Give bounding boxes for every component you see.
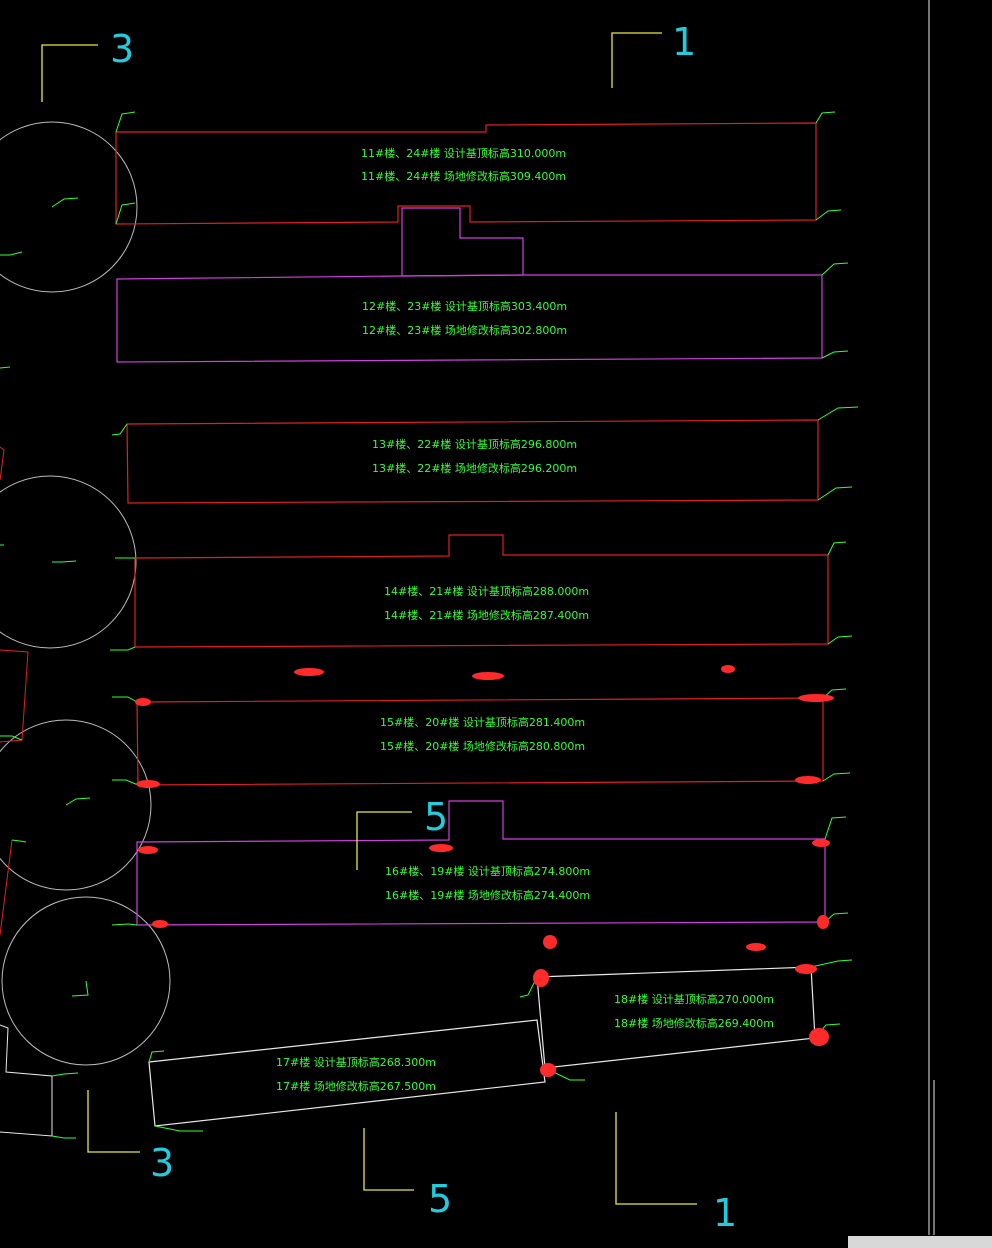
building-12-design-label: 12#楼、23#楼 设计基顶标高303.400m xyxy=(362,299,567,313)
section-label-5-mid: 5 xyxy=(424,795,448,839)
circle-1 xyxy=(0,121,138,293)
building-16-ground-label: 16#楼、19#楼 场地修改标高274.400m xyxy=(385,888,590,902)
horizontal-scrollbar[interactable] xyxy=(848,1236,992,1248)
building-18-design-label: 18#楼 设计基顶标高270.000m xyxy=(614,992,774,1006)
section-label-1-top: 1 xyxy=(672,20,696,64)
building-13-design-label: 13#楼、22#楼 设计基顶标高296.800m xyxy=(372,437,577,451)
circle-markers xyxy=(0,121,171,1066)
left-edge-fragments xyxy=(0,446,53,1137)
building-16-design-label: 16#楼、19#楼 设计基顶标高274.800m xyxy=(385,864,590,878)
building-17-design-label: 17#楼 设计基顶标高268.300m xyxy=(276,1055,436,1069)
section-label-3-bottom: 3 xyxy=(150,1141,174,1185)
building-15-design-label: 15#楼、20#楼 设计基顶标高281.400m xyxy=(380,715,585,729)
section-5-bottom-line xyxy=(363,1128,414,1191)
circle-2 xyxy=(0,475,137,649)
section-1-top-line xyxy=(611,32,662,88)
red-markups xyxy=(135,665,834,1077)
section-5-mid-line xyxy=(356,811,412,870)
building-12-ground-label: 12#楼、23#楼 场地修改标高302.800m xyxy=(362,323,567,337)
section-3-top-line xyxy=(41,44,98,102)
building-14-design-label: 14#楼、21#楼 设计基顶标高288.000m xyxy=(384,584,589,598)
building-15-ground-label: 15#楼、20#楼 场地修改标高280.800m xyxy=(380,739,585,753)
section-label-1-bottom: 1 xyxy=(713,1191,737,1235)
site-boundary-lines xyxy=(928,0,935,1235)
section-label-5-bottom: 5 xyxy=(428,1177,452,1221)
building-11-design-label: 11#楼、24#楼 设计基顶标高310.000m xyxy=(361,146,566,160)
building-18-ground-label: 18#楼 场地修改标高269.400m xyxy=(614,1016,774,1030)
section-1-bottom-line xyxy=(615,1112,697,1205)
building-14-ground-label: 14#楼、21#楼 场地修改标高287.400m xyxy=(384,608,589,622)
building-outline-14[interactable] xyxy=(134,534,829,648)
building-13-ground-label: 13#楼、22#楼 场地修改标高296.200m xyxy=(372,461,577,475)
building-outline-11[interactable] xyxy=(115,122,817,225)
building-11-ground-label: 11#楼、24#楼 场地修改标高309.400m xyxy=(361,169,566,183)
building-outline-17[interactable] xyxy=(148,1019,546,1127)
section-3-bottom-line xyxy=(87,1090,140,1153)
section-label-3-top: 3 xyxy=(110,27,134,71)
circle-4 xyxy=(1,896,171,1066)
section-lines xyxy=(41,32,697,1205)
circle-3 xyxy=(0,719,152,891)
elevation-leaders xyxy=(0,111,859,1139)
building-outline-16[interactable] xyxy=(136,800,826,926)
building-17-ground-label: 17#楼 场地修改标高267.500m xyxy=(276,1079,436,1093)
